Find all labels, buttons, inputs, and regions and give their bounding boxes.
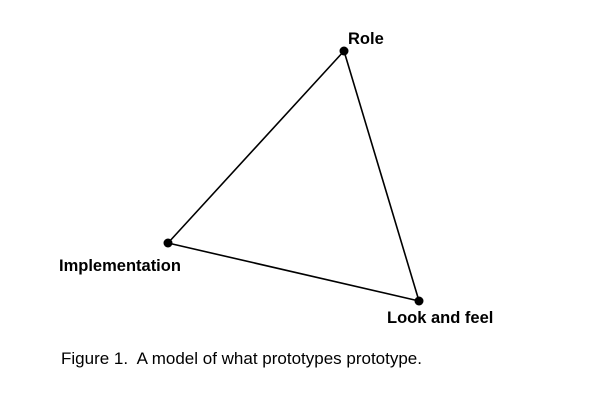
vertex-dot-role (339, 46, 349, 56)
vertex-dot-implementation (163, 238, 173, 248)
edge-implementation-look-and-feel (167, 242, 420, 302)
vertex-label-implementation: Implementation (59, 257, 181, 275)
edge-role-look-and-feel (343, 50, 420, 302)
vertex-dot-look-and-feel (414, 296, 424, 306)
triangle-edges (167, 50, 420, 302)
vertex-label-role: Role (348, 30, 384, 48)
figure-caption: Figure 1. A model of what prototypes pro… (61, 349, 422, 368)
vertex-label-look-and-feel: Look and feel (387, 309, 494, 327)
triangle-vertices (163, 46, 424, 306)
edge-role-implementation (167, 50, 345, 244)
